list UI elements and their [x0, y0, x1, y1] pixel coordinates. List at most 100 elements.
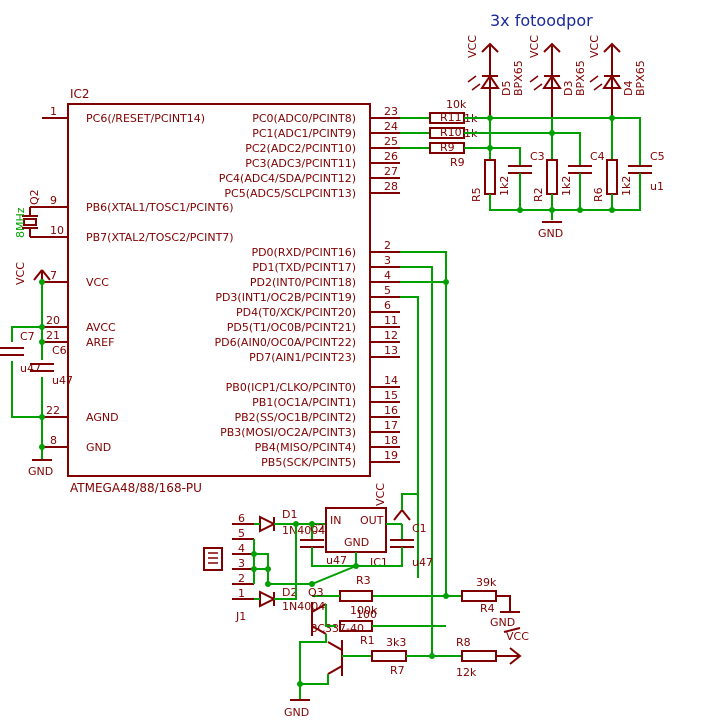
pin-num: 19 [384, 449, 398, 462]
c7-name: C7 [20, 330, 35, 343]
photodiode-d4: VCC D4 BPX65 [588, 35, 647, 118]
c1-name: C1 [412, 522, 427, 535]
diode-part: BPX65 [634, 60, 647, 96]
pin-num: 4 [384, 269, 391, 282]
pin-num: 4 [238, 542, 245, 555]
cap-name: C3 [530, 150, 545, 163]
pin-label: PC5(ADC5/SCLPCINT13) [224, 187, 356, 200]
d2-part: 1N4004 [282, 600, 325, 613]
cap-name: C5 [650, 150, 665, 163]
pin-num: 6 [238, 512, 245, 525]
pin-num: 17 [384, 419, 398, 432]
pin-num: 23 [384, 105, 398, 118]
gnd-label-photo: GND [538, 227, 563, 240]
ic1-name: IC1 [370, 556, 388, 569]
pulldown-value: 1k2 [498, 176, 511, 196]
crystal-name: Q2 [28, 189, 41, 205]
pin-num: 8 [50, 434, 57, 447]
pin-label: PB7(XTAL2/TOSC2/PCINT7) [86, 231, 234, 244]
diode-part: BPX65 [574, 60, 587, 96]
vcc-label: VCC [588, 35, 601, 58]
pin-num: 1 [238, 587, 245, 600]
pin-label: PC3(ADC3/PCINT11) [245, 157, 356, 170]
pin-num: 15 [384, 389, 398, 402]
q3-part: BC337-40 [310, 622, 364, 635]
pin-label: PB0(ICP1/CLKO/PCINT0) [226, 381, 356, 394]
pin-num: 9 [50, 194, 57, 207]
pin-label: PC6(/RESET/PCINT14) [86, 112, 205, 125]
pin-num: 13 [384, 344, 398, 357]
ic2-right-pins: 23 PC0(ADC0/PCINT8) 24 PC1(ADC1/PCINT9) … [215, 105, 400, 469]
pin-label: PB6(XTAL1/TOSC1/PCINT6) [86, 201, 234, 214]
ic2-body [67, 103, 371, 477]
q3-name: Q3 [308, 586, 324, 599]
r3-name: R3 [356, 574, 371, 587]
pin-label: PD0(RXD/PCINT16) [251, 246, 356, 259]
pin-label: PC2(ADC2/PCINT10) [245, 142, 356, 155]
c6-value: u47 [52, 374, 73, 387]
resistor-name: R9 [450, 156, 465, 169]
pulldown-value: 1k2 [560, 176, 573, 196]
pin-label: PD1(TXD/PCINT17) [252, 261, 356, 274]
gnd-label-q: GND [284, 706, 309, 719]
ic2-left-pins: 1 PC6(/RESET/PCINT14) 9 PB6(XTAL1/TOSC1/… [42, 105, 234, 454]
pin-num: 2 [238, 572, 245, 585]
cap-value: u1 [650, 180, 664, 193]
c1-value: u47 [412, 556, 433, 569]
d2-name: D2 [282, 586, 297, 599]
left-power-network: VCC C7 u47 C6 u47 GND [0, 262, 73, 478]
pin-num: 1 [50, 105, 57, 118]
pin-num: 27 [384, 165, 398, 178]
pin-num: 12 [384, 329, 398, 342]
pin-label: AVCC [86, 321, 116, 334]
ic1-out: OUT [360, 514, 384, 527]
r1-value: 100 [356, 608, 377, 621]
pin-num: 6 [384, 299, 391, 312]
pin-label: PB2(SS/OC1B/PCINT2) [234, 411, 356, 424]
transistor-section: 39k R4 GND 100k R3 Q3 BC337-40 R1 100 GN… [284, 574, 529, 719]
schematic-title: 3x fotoodpor [490, 11, 593, 30]
ic1-gnd: GND [344, 536, 369, 549]
pin-label: PD6(AIN0/OC0A/PCINT22) [215, 336, 356, 349]
pin-label: PC4(ADC4/SDA/PCINT12) [219, 172, 356, 185]
resistor-name: R11 [440, 111, 462, 124]
pin-num: 25 [384, 135, 398, 148]
r7-name: R7 [390, 664, 405, 677]
pin-label: PC0(ADC0/PCINT8) [252, 112, 356, 125]
r3-value: 100k [350, 604, 378, 617]
series-resistors: 10k R11 1k R10 1k R9 R9 [400, 98, 478, 169]
ic2-name: IC2 [70, 87, 90, 101]
pulldown-name: R5 [470, 187, 483, 202]
pin-label: PC1(ADC1/PCINT9) [252, 127, 356, 140]
r8-name: R8 [456, 636, 471, 649]
ic1-in: IN [330, 514, 341, 527]
ic2-part: ATMEGA48/88/168-PU [70, 481, 202, 495]
diode-part: BPX65 [512, 60, 525, 96]
diode-name: D3 [562, 81, 575, 96]
pd-wires [400, 251, 449, 659]
pin-num: 18 [384, 434, 398, 447]
crystal-q2: Q2 8MHz [14, 189, 42, 238]
d1-name: D1 [282, 508, 297, 521]
diode-name: D5 [500, 81, 513, 96]
pin-num: 21 [46, 329, 60, 342]
crystal-value: 8MHz [14, 207, 27, 238]
cap-name: C4 [590, 150, 605, 163]
r1-name: R1 [360, 634, 375, 647]
vcc-label-reg: VCC [374, 483, 387, 506]
resistor-name: R10 [440, 126, 462, 139]
pin-label: PD3(INT1/OC2B/PCINT19) [215, 291, 356, 304]
pin-num: 3 [384, 254, 391, 267]
pulldown-value: 1k2 [620, 176, 633, 196]
pin-num: 7 [50, 269, 57, 282]
photodiode-section: VCC D5 BPX65 VCC D3 BPX65 VCC D4 BPX65 [400, 35, 665, 240]
pulldown-name: R2 [532, 187, 545, 202]
resistor-name: R9 [440, 141, 455, 154]
photodiode-d3: VCC D3 BPX65 [528, 35, 587, 118]
pin-num: 14 [384, 374, 398, 387]
pin-label: VCC [86, 276, 109, 289]
pin-label: PD7(AIN1/PCINT23) [249, 351, 356, 364]
pin-num: 22 [46, 404, 60, 417]
gnd-label-r4: GND [490, 616, 515, 629]
